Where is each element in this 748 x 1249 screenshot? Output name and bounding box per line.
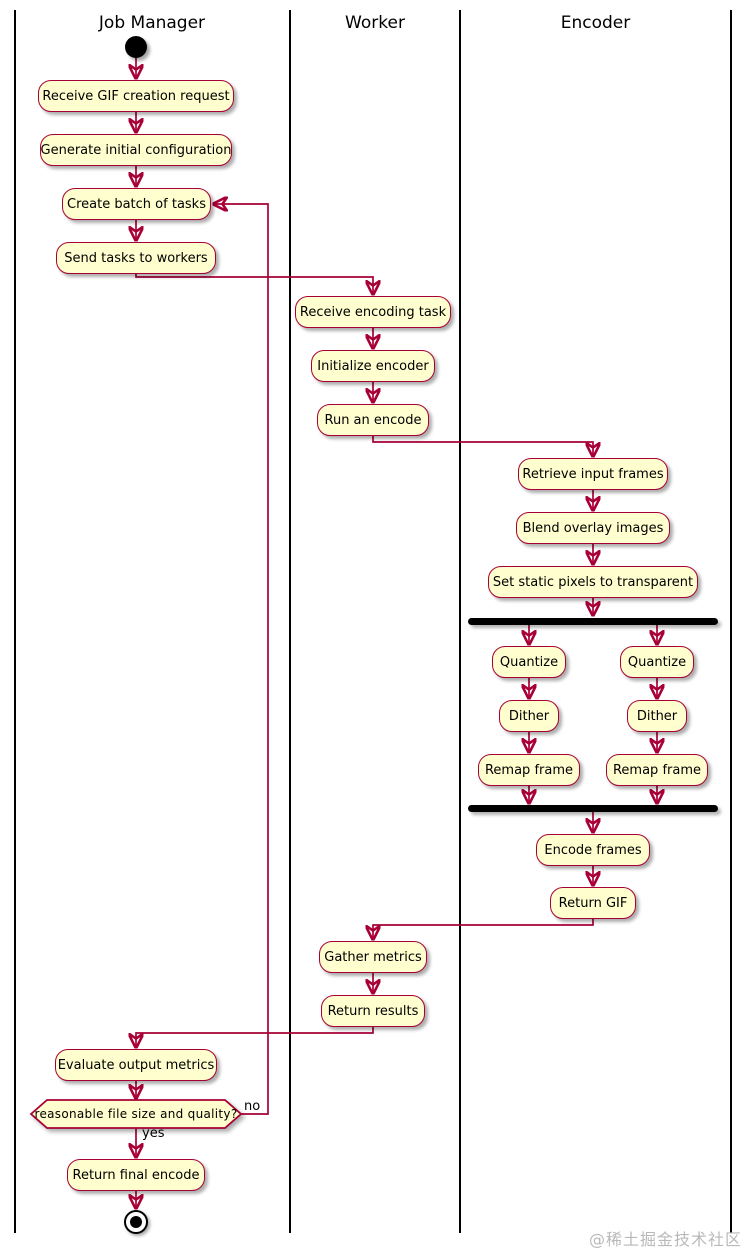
activity-send-tasks-to-workers: Send tasks to workers — [56, 242, 216, 274]
activity-remap-frame-right: Remap frame — [606, 754, 708, 786]
activity-initialize-encoder: Initialize encoder — [311, 350, 435, 382]
lane-divider-worker — [289, 10, 291, 1233]
watermark: @稀土掘金技术社区 — [588, 1230, 742, 1249]
activity-dither-left: Dither — [499, 700, 559, 732]
activity-return-final-encode: Return final encode — [67, 1159, 205, 1191]
activity-remap-frame-left: Remap frame — [478, 754, 580, 786]
guard-label-yes: yes — [142, 1126, 165, 1141]
activity-dither-right: Dither — [627, 700, 687, 732]
activity-receive-gif-creation-request: Receive GIF creation request — [38, 80, 234, 112]
lane-title-job-manager: Job Manager — [98, 13, 206, 33]
activity-quantize-left: Quantize — [492, 646, 566, 678]
activity-return-results: Return results — [321, 995, 425, 1027]
activity-create-batch-of-tasks: Create batch of tasks — [62, 188, 211, 220]
end-node-dot — [130, 1216, 142, 1228]
start-node — [125, 36, 147, 58]
edge-return-gif-to-gather-metrics — [373, 919, 594, 939]
edge-decision-no-loop-to-create-batch — [214, 204, 269, 1115]
lane-divider-encoder — [459, 10, 461, 1233]
activity-blend-overlay-images: Blend overlay images — [516, 512, 670, 544]
activity-retrieve-input-frames: Retrieve input frames — [518, 458, 668, 490]
decision-label: reasonable file size and quality? — [34, 1107, 238, 1121]
activity-receive-encoding-task: Receive encoding task — [295, 296, 451, 328]
lane-border-right — [730, 10, 732, 1233]
guard-label-no: no — [244, 1099, 261, 1114]
activity-run-an-encode: Run an encode — [317, 404, 429, 436]
lane-border-left — [14, 10, 16, 1233]
activity-encode-frames: Encode frames — [536, 834, 650, 866]
join-bar — [468, 805, 718, 812]
activity-return-gif: Return GIF — [550, 887, 636, 919]
lane-title-worker: Worker — [345, 13, 405, 33]
activity-generate-initial-configuration: Generate initial configuration — [40, 134, 232, 166]
edge-send-tasks-to-receive-task — [135, 274, 373, 294]
activity-set-static-pixels-to-transparent: Set static pixels to transparent — [488, 566, 698, 598]
end-node — [124, 1210, 148, 1234]
activity-evaluate-output-metrics: Evaluate output metrics — [55, 1049, 217, 1081]
activity-quantize-right: Quantize — [620, 646, 694, 678]
lane-title-encoder: Encoder — [560, 13, 631, 33]
edge-return-results-to-evaluate — [136, 1027, 374, 1047]
activity-gather-metrics: Gather metrics — [319, 941, 427, 973]
fork-bar — [468, 618, 718, 625]
edge-run-encode-to-retrieve-frames — [372, 436, 593, 456]
